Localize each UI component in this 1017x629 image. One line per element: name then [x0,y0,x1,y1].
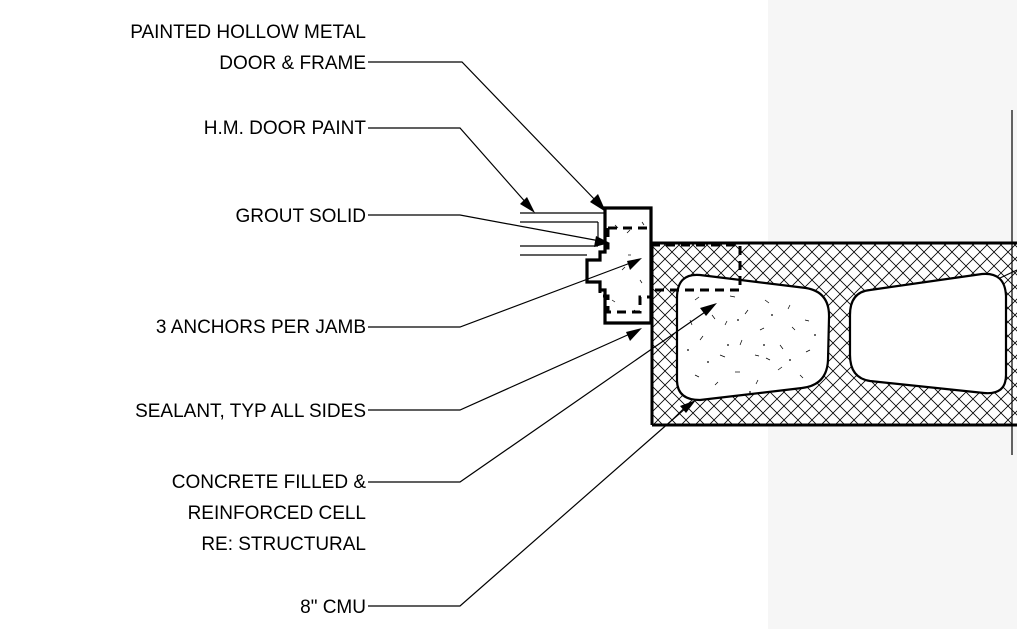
leader-cmu [368,400,696,607]
hollow-metal-frame [585,206,653,325]
label-door-frame-line1: PAINTED HOLLOW METAL [130,22,366,43]
label-concrete-line1: CONCRETE FILLED & [172,472,367,493]
leader-door-frame [368,61,606,212]
hollow-cmu-cell [848,272,1008,395]
label-door-frame-line2: DOOR & FRAME [219,53,366,74]
label-anchors: 3 ANCHORS PER JAMB [156,317,366,338]
leader-grout [368,214,610,247]
label-grout: GROUT SOLID [235,206,366,227]
leader-door-paint [368,127,535,213]
leader-sealant [368,328,642,411]
label-concrete-line3: RE: STRUCTURAL [201,534,366,555]
concrete-filled-cell [675,273,831,402]
label-sealant: SEALANT, TYP ALL SIDES [135,401,366,422]
anchor-upper-dash [600,228,610,250]
label-door-paint: H.M. DOOR PAINT [204,118,367,139]
label-cmu: 8" CMU [300,597,366,618]
label-concrete-line2: REINFORCED CELL [188,503,366,524]
leader-concrete [368,303,717,483]
wall-break-line [999,110,1017,455]
leader-anchors [368,258,642,328]
